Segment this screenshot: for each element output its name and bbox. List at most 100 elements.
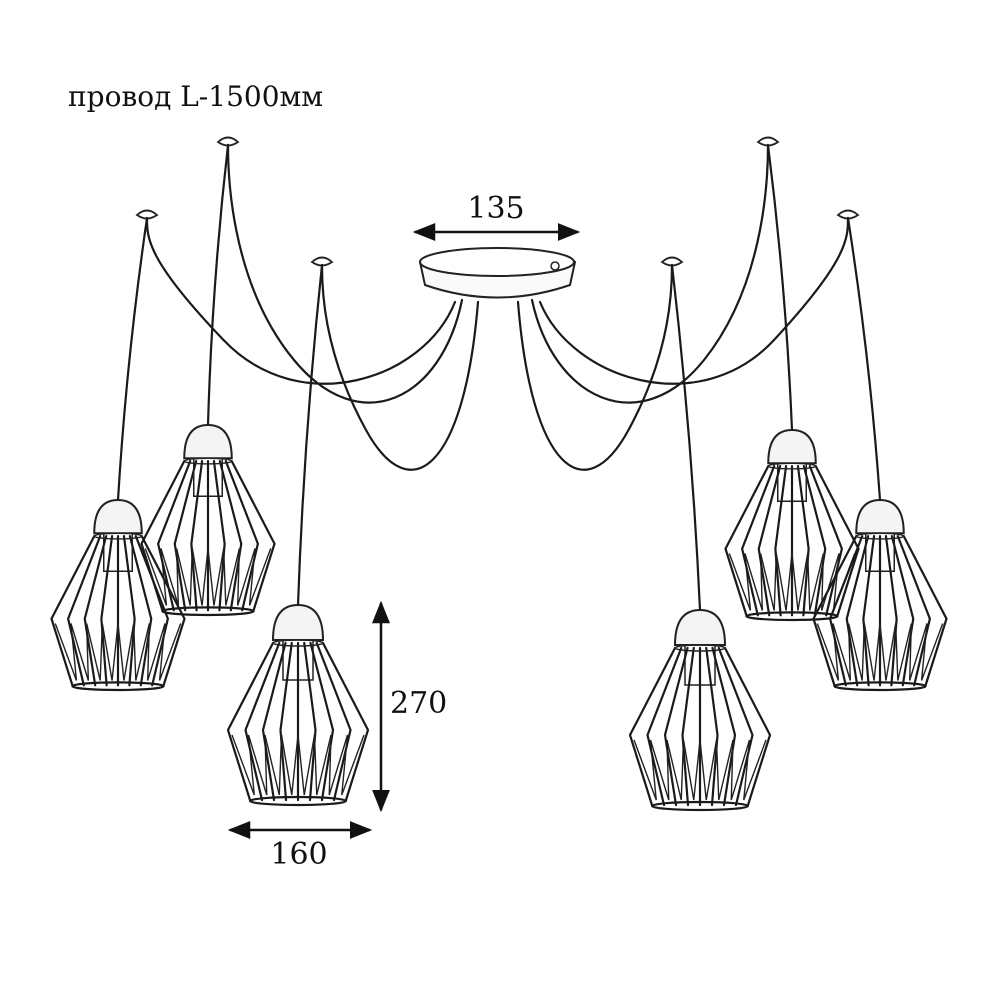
- cage-zigzag: [248, 548, 272, 606]
- cage-wire: [711, 646, 737, 807]
- cage-zigzag: [791, 553, 809, 611]
- cable-loop: [516, 263, 674, 471]
- pendant-lamp: [140, 423, 276, 617]
- cage-top-ring: [93, 532, 143, 540]
- pendant-lamp: [812, 498, 948, 692]
- cage-zigzag: [908, 623, 928, 681]
- cage-zigzag: [743, 739, 767, 801]
- lamp-cap: [855, 498, 905, 535]
- cable-drop: [116, 216, 149, 502]
- ceiling-hook-icon: [310, 256, 334, 267]
- cage-wire: [128, 535, 153, 687]
- cage-wire: [190, 460, 204, 612]
- cage-zigzag: [70, 623, 90, 681]
- cage-wire: [212, 460, 226, 612]
- cage-wire: [774, 465, 788, 617]
- cage-wire: [218, 460, 243, 612]
- cage-wire: [663, 646, 689, 807]
- cage-bottom-ring: [650, 800, 750, 812]
- lamp-cap: [271, 603, 325, 641]
- cage-wire: [829, 535, 864, 687]
- cage-zigzag: [682, 739, 701, 801]
- shade-height-label: 270: [390, 686, 447, 721]
- cage-wire: [50, 535, 96, 687]
- cage-wire: [862, 535, 876, 687]
- cage-wire: [244, 641, 281, 802]
- cage-wire: [309, 641, 335, 802]
- cage-top-ring: [767, 462, 817, 470]
- cage-zigzag: [666, 739, 685, 801]
- dimension-canopy: 135: [412, 191, 581, 241]
- ceiling-hook-icon: [216, 136, 240, 147]
- cage-bottom-ring: [71, 681, 165, 692]
- lamp-cap: [673, 608, 727, 646]
- cage-zigzag: [175, 548, 194, 606]
- cage-zigzag: [775, 553, 793, 611]
- cage-zigzag: [222, 548, 241, 606]
- cable-drop: [766, 143, 794, 432]
- shade-width-label: 160: [270, 837, 327, 872]
- cage-wire: [100, 535, 114, 687]
- cable-length-label: провод L-1500мм: [68, 80, 323, 113]
- cage-top-ring: [674, 644, 726, 652]
- cage-zigzag: [715, 739, 734, 801]
- cables: [116, 136, 882, 612]
- cage-zigzag: [117, 623, 135, 681]
- cage-wire: [83, 535, 108, 687]
- cage-wire: [814, 465, 860, 617]
- cage-zigzag: [247, 734, 268, 796]
- cage-wire: [808, 465, 843, 617]
- cage-wire: [845, 535, 870, 687]
- cage-wire: [812, 535, 858, 687]
- cage-bottom-ring: [833, 681, 927, 692]
- cage-wire: [230, 460, 276, 612]
- lamp-cap: [93, 498, 143, 535]
- cage-wire: [902, 535, 948, 687]
- pendant-lamp: [628, 608, 772, 812]
- cage-wire: [796, 465, 810, 617]
- cage-zigzag: [85, 623, 104, 681]
- canopy-diameter-label: 135: [467, 191, 524, 226]
- cable-drop: [670, 263, 702, 612]
- cage-zigzag: [158, 623, 182, 681]
- pendant-lamp: [226, 603, 370, 807]
- cage-top-ring: [272, 639, 324, 647]
- cable-drop: [846, 216, 882, 502]
- cage-wire: [122, 535, 136, 687]
- cage-top-ring: [855, 532, 905, 540]
- cable-loop: [145, 216, 457, 385]
- cage-wire: [890, 535, 915, 687]
- cable-loop: [320, 263, 480, 471]
- cage-zigzag: [236, 548, 256, 606]
- cage-wire: [140, 535, 186, 687]
- cage-zigzag: [847, 623, 866, 681]
- cage-wire: [884, 535, 898, 687]
- cable-drop: [206, 143, 230, 427]
- ceiling-hook-icon: [660, 256, 684, 267]
- cage-wire: [724, 465, 770, 617]
- pendant-lamp: [724, 428, 860, 622]
- cage-wire: [723, 646, 772, 807]
- cable-loop: [538, 216, 850, 385]
- cable-loop: [226, 143, 464, 404]
- lamps: [50, 423, 948, 812]
- cage-zigzag: [264, 734, 283, 796]
- cage-wire: [741, 465, 776, 617]
- cage-zigzag: [863, 623, 881, 681]
- cage-top-ring: [183, 457, 233, 465]
- ceiling-hook-icon: [836, 209, 860, 220]
- cage-wire: [896, 535, 931, 687]
- cage-wire: [646, 646, 683, 807]
- cable-drop: [296, 263, 324, 607]
- cage-zigzag: [297, 734, 316, 796]
- cage-bottom-ring: [161, 606, 255, 617]
- cage-wire: [705, 646, 719, 807]
- cage-wire: [224, 460, 259, 612]
- lamp-cap: [183, 423, 233, 460]
- cage-zigzag: [699, 739, 718, 801]
- cage-zigzag: [744, 553, 764, 611]
- cage-wire: [261, 641, 287, 802]
- cage-zigzag: [649, 739, 670, 801]
- cage-zigzag: [328, 734, 349, 796]
- ceiling-hook-icon: [756, 136, 780, 147]
